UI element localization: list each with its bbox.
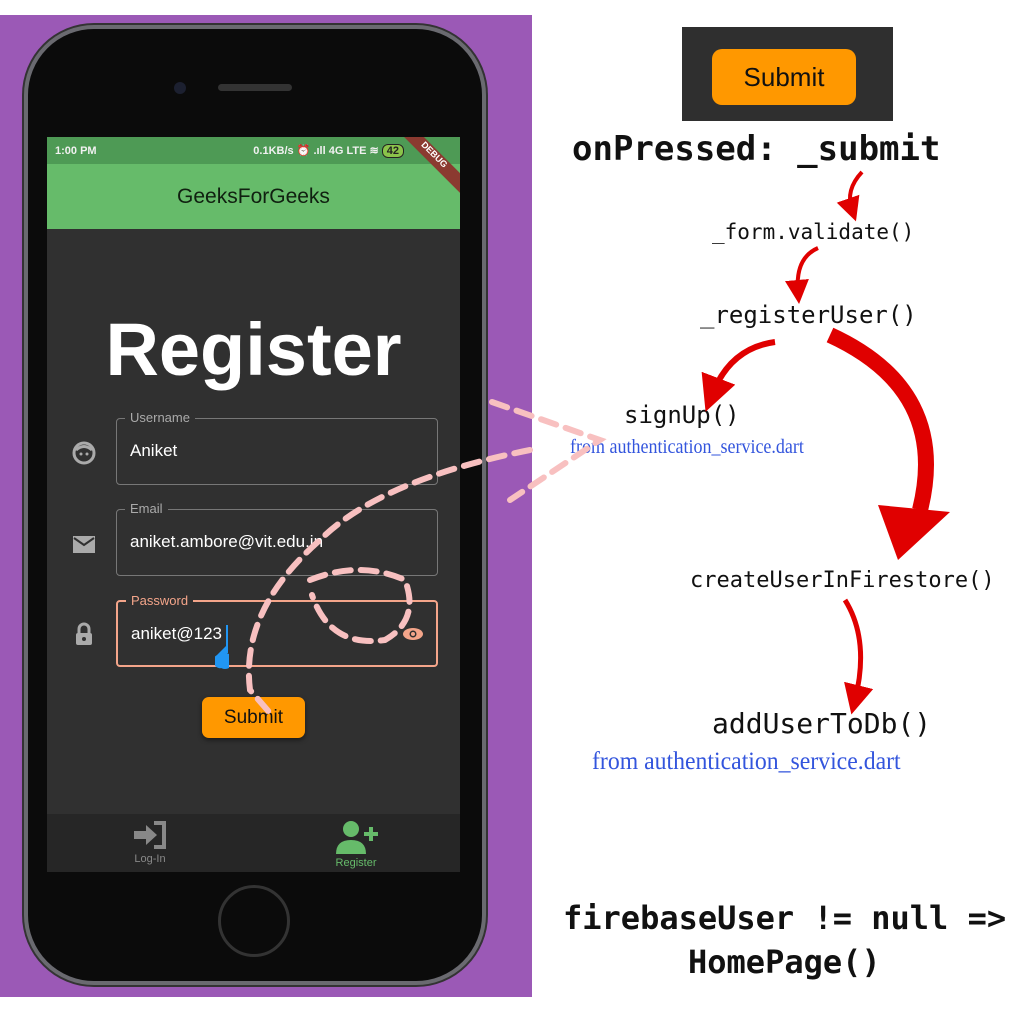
step-onpressed: onPressed: _submit <box>572 129 941 169</box>
arrow-register-signup <box>701 339 776 412</box>
arrow-submit-validate <box>836 170 864 222</box>
submit-preview-box: Submit <box>682 27 893 121</box>
person-add-icon <box>306 820 406 857</box>
home-button[interactable] <box>218 885 290 957</box>
password-label: Password <box>126 593 194 608</box>
username-value: Aniket <box>130 441 178 460</box>
login-icon <box>100 820 200 853</box>
nav-register[interactable]: Register <box>306 820 406 869</box>
lock-icon <box>72 622 96 646</box>
status-time: 1:00 PM <box>55 144 97 157</box>
step-add-user: addUserToDb() <box>712 707 932 740</box>
eye-icon[interactable] <box>402 626 424 647</box>
bottom-nav: Log-In Register <box>47 814 460 872</box>
email-field[interactable]: Email aniket.ambore@vit.edu.in <box>116 501 438 576</box>
arrow-register-create-head <box>878 505 950 560</box>
arrow-create-adduser <box>842 598 874 715</box>
arrow-register-create <box>826 327 934 512</box>
dashed-annotation <box>245 399 607 716</box>
signup-source: from authentication_service.dart <box>570 436 804 458</box>
submit-preview-button: Submit <box>712 49 856 105</box>
speaker <box>218 84 292 91</box>
app-screen: 1:00 PM 0.1KB/s ⏰ .ıll 4G LTE ≋ 42 DEBUG… <box>47 137 460 872</box>
camera <box>174 82 186 94</box>
mail-icon <box>72 532 96 556</box>
email-value: aniket.ambore@vit.edu.in <box>130 532 324 551</box>
submit-button[interactable]: Submit <box>202 697 305 738</box>
email-label: Email <box>125 501 168 516</box>
battery: 42 <box>381 144 404 158</box>
step-register-user: _registerUser() <box>700 301 917 329</box>
nav-login[interactable]: Log-In <box>100 820 200 865</box>
step-create-user: createUserInFirestore() <box>690 568 995 593</box>
status-bar: 1:00 PM 0.1KB/s ⏰ .ıll 4G LTE ≋ 42 <box>47 137 460 164</box>
arrow-validate-register <box>784 246 819 304</box>
username-label: Username <box>125 410 195 425</box>
step-firebase-check: firebaseUser != null => <box>563 899 1007 937</box>
password-value: aniket@123 <box>131 624 222 643</box>
step-validate: _form.validate() <box>712 220 915 244</box>
nav-login-label: Log-In <box>134 853 166 865</box>
status-indicators: 0.1KB/s ⏰ .ıll 4G LTE ≋ <box>253 145 379 157</box>
adduser-source: from authentication_service.dart <box>592 748 901 775</box>
password-field[interactable]: Password aniket@123 <box>116 593 438 667</box>
app-bar-title: GeeksForGeeks <box>47 164 460 229</box>
page-title: Register <box>105 308 402 391</box>
nav-register-label: Register <box>335 857 377 869</box>
face-icon <box>72 441 96 465</box>
step-homepage: HomePage() <box>688 943 881 981</box>
username-field[interactable]: Username Aniket <box>116 410 438 485</box>
